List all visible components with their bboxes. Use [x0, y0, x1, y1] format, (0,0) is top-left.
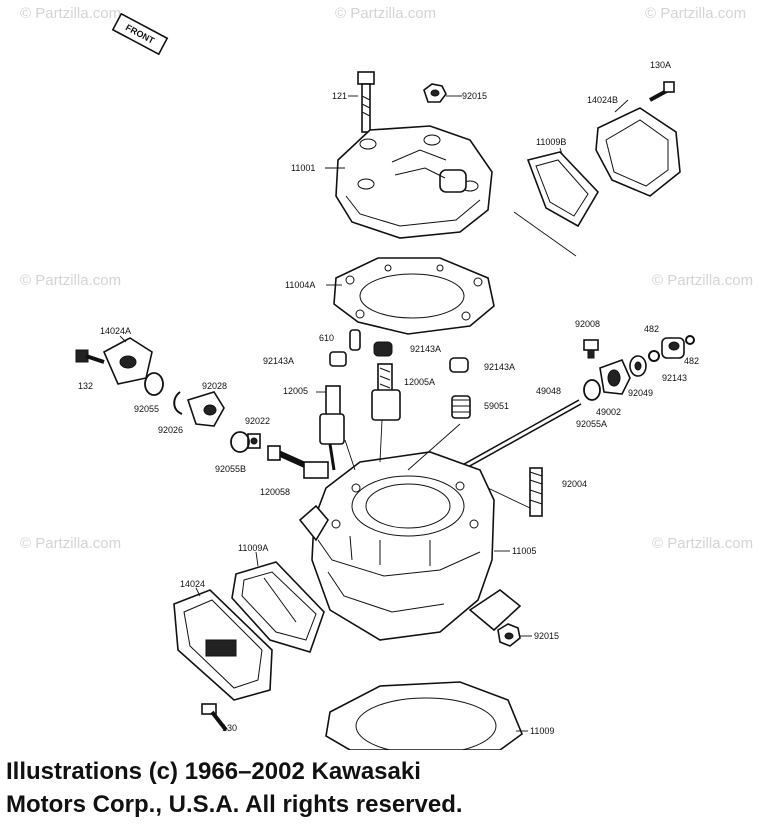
plug-92022[interactable] — [247, 433, 261, 449]
bolt-130A[interactable] — [649, 81, 675, 102]
part-label: 11001 — [291, 163, 315, 173]
part-label: 11005 — [512, 546, 536, 556]
collar-92143[interactable] — [661, 337, 685, 359]
part-label: 11009B — [536, 137, 566, 147]
watermark: © Partzilla.com — [652, 535, 753, 552]
fitting-92028[interactable] — [186, 391, 225, 427]
valve-120058[interactable] — [267, 445, 329, 479]
cover-14024A[interactable] — [102, 337, 153, 385]
part-label: 92055 — [134, 404, 159, 414]
part-label: 11004A — [285, 280, 315, 290]
gear-59051[interactable] — [451, 395, 471, 419]
part-label: 120058 — [260, 487, 290, 497]
part-label: 92049 — [628, 388, 653, 398]
part-label: 49002 — [596, 407, 621, 417]
base-gasket-11009[interactable] — [325, 681, 523, 750]
copyright-line-1: Illustrations (c) 1966–2002 Kawasaki — [6, 758, 421, 785]
bolt-121[interactable] — [357, 71, 375, 133]
cover-14024[interactable] — [173, 589, 273, 701]
part-label: 92143A — [484, 362, 515, 372]
part-label: 59051 — [484, 401, 509, 411]
watermark: © Partzilla.com — [335, 5, 436, 22]
cylinder-head-11001[interactable] — [335, 125, 493, 239]
collar-92143A-right[interactable] — [449, 357, 469, 373]
leader-line — [344, 439, 356, 471]
watermark: © Partzilla.com — [645, 5, 746, 22]
collar-92143A-center[interactable] — [373, 341, 393, 357]
copyright-notice: Illustrations (c) 1966–2002 Kawasaki Mot… — [6, 755, 706, 821]
watermark: © Partzilla.com — [652, 272, 753, 289]
leader-line — [379, 419, 383, 463]
leader-line — [407, 423, 461, 471]
part-label: 132 — [78, 381, 93, 391]
part-label: 130 — [222, 723, 237, 733]
part-label: 92143 — [662, 373, 687, 383]
part-label: 49048 — [536, 386, 561, 396]
part-label: 12005A — [404, 377, 435, 387]
part-label: 92055B — [215, 464, 246, 474]
cylinder-11005[interactable] — [298, 451, 522, 641]
copyright-line-2: Motors Corp., U.S.A. All rights reserved… — [6, 791, 463, 818]
o-ring-92055A[interactable] — [583, 379, 601, 401]
collar-92143A-left[interactable] — [329, 351, 347, 367]
part-label: 14024 — [180, 579, 205, 589]
part-label: 92055A — [576, 419, 607, 429]
rod-49048[interactable] — [456, 399, 582, 473]
part-label: 482 — [684, 356, 699, 366]
front-direction-tag: FRONT — [111, 12, 169, 56]
bolt-130[interactable] — [201, 703, 228, 732]
part-label: 12005 — [283, 386, 308, 396]
valve-12005[interactable] — [319, 385, 345, 471]
part-label: 92028 — [202, 381, 227, 391]
watermark: © Partzilla.com — [20, 5, 121, 22]
leader-line — [195, 587, 201, 597]
pin-610[interactable] — [349, 329, 361, 351]
watermark: © Partzilla.com — [20, 535, 121, 552]
clip-92026[interactable] — [173, 391, 183, 415]
washer-482-b[interactable] — [685, 335, 695, 345]
part-label: 130A — [650, 60, 671, 70]
seal-92049[interactable] — [629, 355, 647, 377]
part-label: 92004 — [562, 479, 587, 489]
leader-line — [513, 211, 577, 257]
bolt-132[interactable] — [75, 349, 105, 364]
part-label: 121 — [332, 91, 347, 101]
part-label: 92143A — [410, 344, 441, 354]
nut-92015-bottom[interactable] — [497, 623, 521, 647]
part-label: 14024B — [587, 95, 618, 105]
part-label: 610 — [319, 333, 334, 343]
part-label: 92008 — [575, 319, 600, 329]
watermark: © Partzilla.com — [20, 272, 121, 289]
cylinder-head-exploded-diagram: © Partzilla.com © Partzilla.com © Partzi… — [20, 5, 753, 750]
gasket-11009A[interactable] — [231, 561, 325, 653]
cover-14024B[interactable] — [595, 107, 681, 197]
part-label: 92022 — [245, 416, 270, 426]
holder-49002[interactable] — [599, 358, 631, 395]
leader-line — [119, 335, 127, 343]
part-label: 92026 — [158, 425, 183, 435]
valve-12005A[interactable] — [371, 363, 401, 421]
part-label: 11009A — [238, 543, 268, 553]
part-label: 92143A — [263, 356, 294, 366]
head-gasket-11004A[interactable] — [333, 257, 495, 335]
leader-line — [614, 99, 629, 113]
stud-92004[interactable] — [529, 467, 543, 517]
o-ring-92055B[interactable] — [230, 431, 250, 453]
bolt-92008[interactable] — [583, 339, 599, 359]
part-label: 92015 — [534, 631, 559, 641]
part-label: 482 — [644, 324, 659, 334]
o-ring-92055[interactable] — [144, 372, 164, 396]
leader-line — [255, 551, 259, 567]
leader-line — [559, 147, 563, 155]
part-label: 92015 — [462, 91, 487, 101]
part-label: 11009 — [530, 726, 554, 736]
part-label: 14024A — [100, 326, 131, 336]
gasket-11009B[interactable] — [526, 151, 599, 228]
washer-482-a[interactable] — [648, 350, 660, 362]
nut-92015-top[interactable] — [423, 83, 447, 103]
